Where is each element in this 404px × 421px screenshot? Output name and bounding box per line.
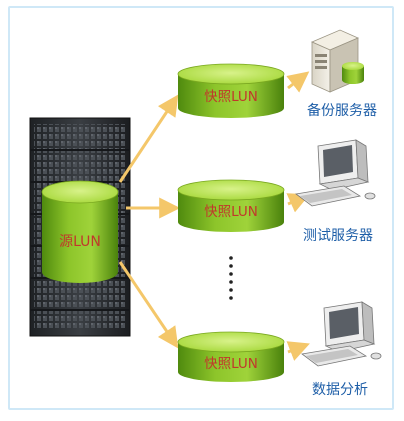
snapshot-lun-label-2: 快照LUN (204, 204, 258, 220)
arrow-to-snapshot-1 (118, 94, 179, 183)
arrow-to-snapshot-3 (118, 261, 179, 349)
ellipsis-dots (229, 256, 233, 300)
snapshot-lun-label-1: 快照LUN (204, 89, 258, 105)
backup-server-label: 备份服务器 (307, 102, 377, 119)
analysis-computer-icon (301, 301, 382, 367)
source-lun-label: 源LUN (59, 234, 101, 250)
arrow-to-analysis-server (286, 341, 310, 361)
snapshot-lun-2: 快照LUN (177, 179, 285, 232)
snapshot-lun-3: 快照LUN (177, 331, 285, 382)
connection-arrows (118, 71, 310, 361)
analysis-server-label: 数据分析 (312, 382, 368, 398)
test-computer-icon (295, 139, 376, 207)
test-server-label: 测试服务器 (303, 228, 373, 244)
backup-server-icon (311, 29, 364, 93)
arrow-to-backup-server (286, 71, 310, 93)
source-lun-cylinder: 源LUN (41, 180, 119, 283)
snapshot-lun-1: 快照LUN (177, 63, 285, 118)
snapshot-lun-label-3: 快照LUN (204, 356, 258, 372)
